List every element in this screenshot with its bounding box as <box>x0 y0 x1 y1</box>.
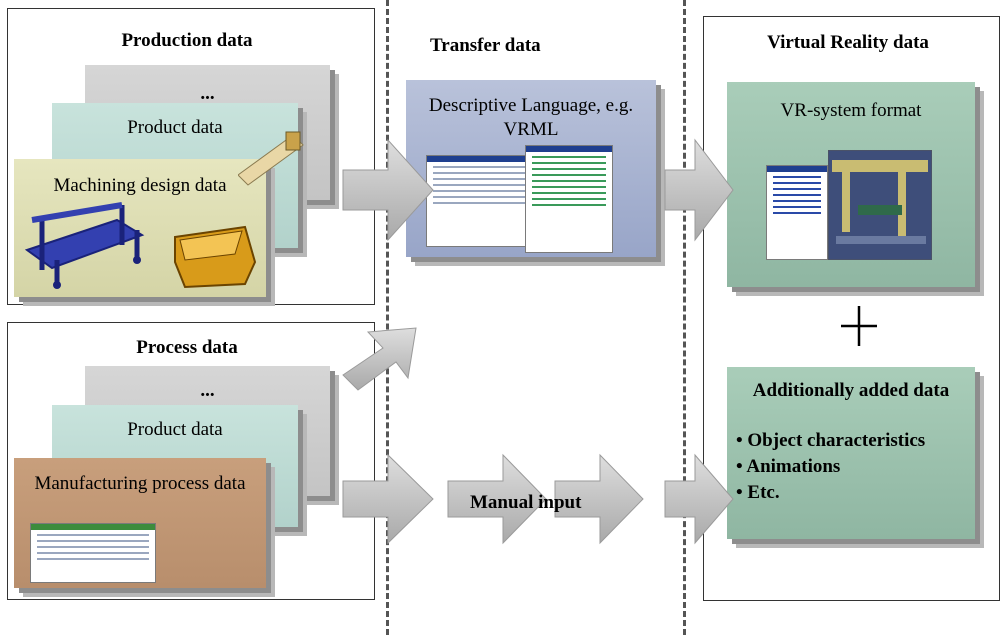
cad-rail-illustration <box>238 131 304 186</box>
vr-scene-thumbnail <box>828 150 932 260</box>
vrml-tree-thumbnail <box>525 145 613 253</box>
arrow-right-icon <box>664 453 734 545</box>
process-back-card-label: ... <box>200 380 215 401</box>
vr-system-format-label: VR-system format <box>780 100 922 121</box>
manual-input-label: Manual input <box>470 492 582 513</box>
machining-design-data-card: Machining design data <box>14 159 266 297</box>
production-back-card-label: ... <box>200 83 215 104</box>
vrml-editor-thumbnail <box>426 155 536 247</box>
column-divider-left <box>386 0 389 635</box>
vr-data-title: Virtual Reality data <box>767 32 929 53</box>
transfer-data-title: Transfer data <box>430 35 541 56</box>
additionally-added-data-title: Additionally added data <box>752 380 950 401</box>
process-product-data-label: Product data <box>127 419 223 440</box>
arrow-right-icon <box>447 453 547 545</box>
cad-bin-illustration <box>174 225 257 289</box>
arrow-right-icon <box>554 453 644 545</box>
process-sheet-thumbnail <box>30 523 156 583</box>
plus-icon <box>838 300 880 350</box>
production-data-title: Production data <box>121 30 253 51</box>
additionally-added-data-box: Additionally added data <box>727 367 975 539</box>
arrow-right-icon <box>664 138 734 242</box>
added-data-item: • Animations <box>736 456 841 477</box>
added-data-list: • Object characteristics • Animations • … <box>736 428 925 506</box>
vr-tree-thumbnail <box>766 165 828 260</box>
added-data-item: • Etc. <box>736 482 780 503</box>
process-data-title: Process data <box>136 337 238 358</box>
arrow-up-right-icon <box>342 327 417 391</box>
arrow-right-icon <box>342 453 434 545</box>
added-data-item: • Object characteristics <box>736 430 926 451</box>
manufacturing-process-data-label: Manufacturing process data <box>34 473 246 494</box>
production-product-data-label: Product data <box>127 117 223 138</box>
arrow-right-icon <box>342 138 434 242</box>
column-divider-right <box>683 0 686 635</box>
cad-frame-illustration <box>24 202 145 289</box>
machining-design-data-label: Machining design data <box>53 175 227 196</box>
vrml-box-label: Descriptive Language, e.g. VRML <box>428 95 634 140</box>
